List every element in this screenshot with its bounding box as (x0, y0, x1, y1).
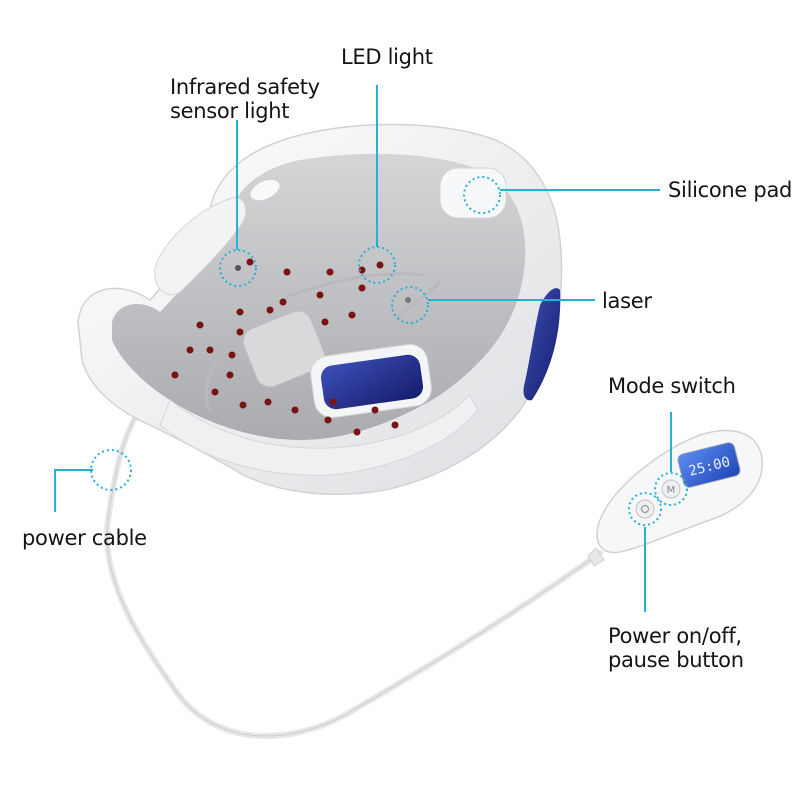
power-icon (640, 504, 650, 514)
helmet-front-rim (159, 394, 479, 476)
remote-control: 25:00 M (587, 429, 763, 567)
callout-ring-led (358, 246, 396, 284)
label-power-button-line-1: Power on/off, (608, 624, 742, 648)
callout-ring-silicone (463, 176, 501, 214)
led-array (171, 258, 399, 436)
side-blue-panel (523, 288, 561, 401)
label-infrared-line-2: sensor light (170, 99, 290, 123)
callout-ring-laser (391, 286, 429, 324)
mode-button-label: M (667, 485, 676, 496)
callout-ring-power-button (628, 492, 662, 526)
label-mode-switch: Mode switch (608, 374, 736, 398)
left-ear-flap (154, 197, 247, 296)
remote-lcd-screen (677, 442, 741, 488)
callout-line-power-cable (54, 469, 93, 512)
label-power-button: Power on/off, pause button (608, 624, 744, 672)
label-power-cable: power cable (22, 526, 147, 550)
power-button[interactable] (635, 499, 655, 519)
silicone-pad-body (439, 167, 507, 219)
callout-ring-infrared (219, 249, 257, 287)
label-infrared-line-1: Infrared safety (170, 75, 320, 99)
label-led-light: LED light (341, 45, 433, 69)
inner-blue-panel (320, 354, 424, 410)
label-silicone-pad: Silicone pad (668, 178, 793, 202)
mode-button[interactable] (661, 479, 681, 499)
callout-ring-mode (654, 472, 688, 506)
label-power-button-line-2: pause button (608, 648, 744, 672)
label-laser: laser (602, 289, 652, 313)
center-block (242, 310, 326, 388)
label-infrared-safety-sensor-light: Infrared safety sensor light (170, 75, 320, 123)
callout-ring-power-cable (90, 449, 132, 491)
